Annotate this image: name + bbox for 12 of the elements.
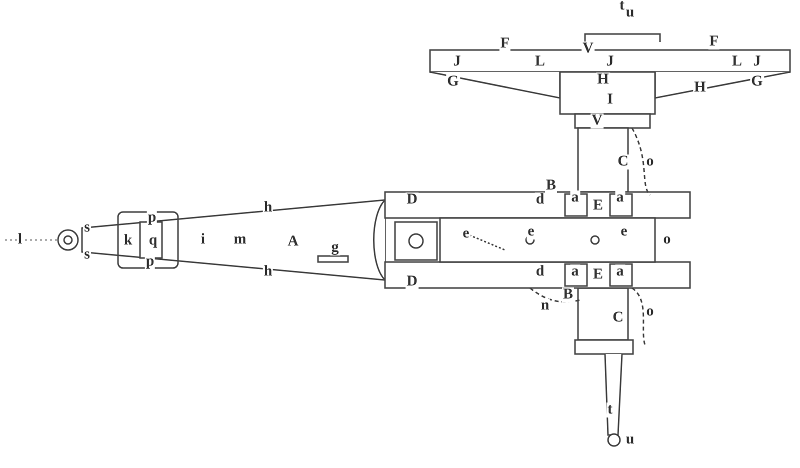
callout-letter: V	[590, 114, 604, 128]
callout-letter: h	[262, 200, 274, 216]
callout-letter: D	[406, 274, 418, 290]
callout-letter: C	[616, 154, 630, 170]
callout-letter: B	[562, 288, 574, 302]
callout-letter: F	[499, 36, 511, 52]
callout-letter: p	[144, 254, 156, 270]
callout-letter: t	[606, 402, 614, 418]
callout-letter: B	[545, 178, 557, 194]
callout-letter: g	[330, 240, 340, 256]
callout-letter: p	[146, 210, 158, 226]
callout-letter: F	[708, 34, 720, 50]
